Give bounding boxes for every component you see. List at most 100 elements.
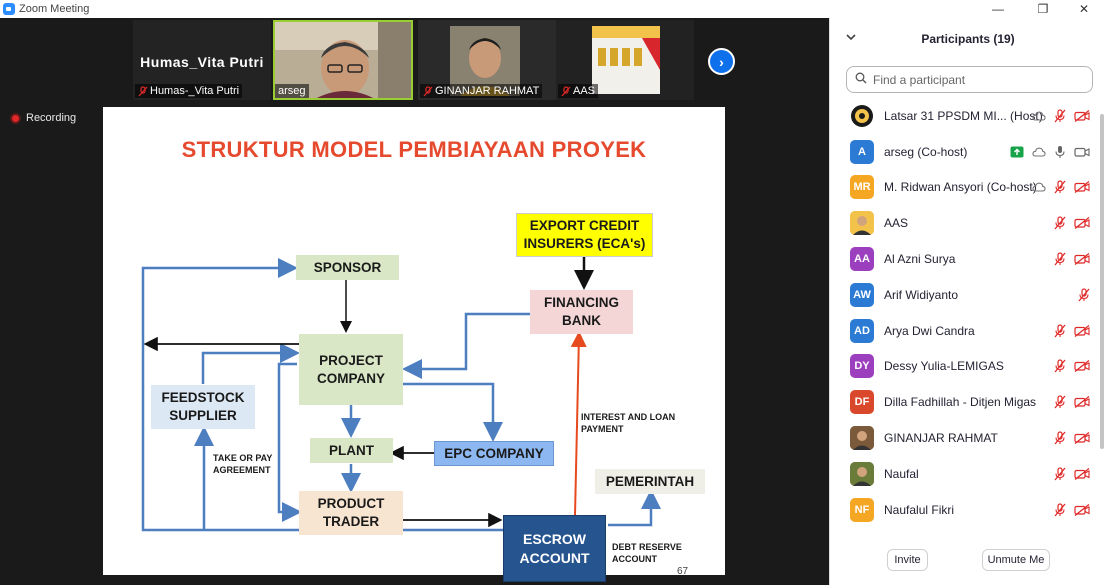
participant-row[interactable]: AA Al Azni Surya (830, 241, 1098, 277)
eca-box: EXPORT CREDIT INSURERS (ECA's) (516, 213, 653, 257)
participant-list-scrollbar[interactable] (1100, 114, 1104, 449)
zoom-logo-icon (3, 3, 15, 15)
mic-off-icon (561, 85, 571, 97)
mic-off-icon (1054, 252, 1066, 266)
avatar: AA (850, 247, 874, 272)
participant-name: GINANJAR RAHMAT (884, 431, 998, 446)
unmute-me-button[interactable]: Unmute Me (982, 549, 1050, 571)
participant-name: Dessy Yulia-LEMIGAS (884, 359, 1004, 374)
diagram-connectors (141, 257, 661, 532)
minimize-button[interactable]: — (992, 2, 1004, 16)
mic-off-icon (1054, 216, 1066, 230)
participant-status-icons (1054, 492, 1090, 528)
participant-name: Naufalul Fikri (884, 502, 955, 517)
participants-panel: Participants (19) Latsar 31 PPSDM MI... … (829, 18, 1105, 585)
avatar (850, 461, 874, 486)
debt-reserve-note: DEBT RESERVE ACCOUNT (612, 542, 682, 565)
meeting-area: Humas_Vita Putri Humas-_Vita Putri (0, 18, 829, 585)
video-tile[interactable]: GINANJAR RAHMAT (418, 20, 558, 100)
mic-off-icon (1054, 359, 1066, 373)
video-tile[interactable]: AAS (556, 20, 694, 100)
participant-search[interactable] (846, 66, 1093, 93)
participant-name: Al Azni Surya (884, 252, 956, 267)
mic-off-icon (1054, 180, 1066, 194)
recording-indicator[interactable]: Recording (10, 112, 76, 124)
participant-status-icons (1054, 205, 1090, 241)
cloud-icon (1032, 181, 1046, 193)
participant-name: arseg (Co-host) (884, 144, 968, 159)
participant-status-icons (1054, 349, 1090, 385)
avatar: AD (850, 318, 874, 343)
avatar: MR (850, 175, 874, 200)
window-titlebar: Zoom Meeting — ❐ ✕ (0, 0, 1105, 18)
avatar (850, 426, 874, 451)
participant-status-icons (1010, 134, 1090, 170)
participant-row[interactable]: Latsar 31 PPSDM MI... (Host) (830, 98, 1098, 134)
tile-name-label: arseg (278, 85, 306, 97)
participant-status-icons (1054, 456, 1090, 492)
escrow-account-box: ESCROW ACCOUNT (503, 515, 606, 582)
panel-footer: Invite Unmute Me (830, 543, 1106, 585)
financing-bank-box: FINANCING BANK (530, 290, 633, 334)
cloud-icon (1032, 110, 1046, 122)
avatar: NF (850, 497, 874, 522)
video-strip: Humas_Vita Putri Humas-_Vita Putri (0, 18, 829, 102)
participant-status-icons (1054, 384, 1090, 420)
participant-status-icons (1054, 313, 1090, 349)
search-input[interactable] (873, 72, 1073, 87)
avatar: DF (850, 390, 874, 415)
avatar: DY (850, 354, 874, 379)
avatar (850, 211, 874, 236)
video-off-icon (1074, 217, 1090, 230)
slide-title: STRUKTUR MODEL PEMBIAYAAN PROYEK (181, 137, 647, 162)
participant-display-name: Humas_Vita Putri (140, 54, 264, 70)
invite-button[interactable]: Invite (887, 549, 928, 571)
close-button[interactable]: ✕ (1078, 2, 1090, 16)
participant-row[interactable]: Naufal (830, 456, 1098, 492)
participant-row[interactable]: NF Naufalul Fikri (830, 492, 1098, 528)
maximize-button[interactable]: ❐ (1037, 2, 1049, 16)
record-icon (10, 112, 21, 124)
participant-row[interactable]: MR M. Ridwan Ansyori (Co-host) (830, 170, 1098, 206)
participant-status-icons (1054, 241, 1090, 277)
video-tile-active[interactable]: arseg (273, 20, 413, 100)
next-page-button[interactable]: › (708, 48, 735, 75)
participant-status-icons (1032, 170, 1090, 206)
avatar (850, 103, 874, 128)
mic-off-icon (1054, 467, 1066, 481)
participant-name: Arif Widiyanto (884, 287, 959, 302)
video-tile[interactable]: Humas_Vita Putri Humas-_Vita Putri (133, 20, 271, 100)
video-off-icon (1074, 109, 1090, 122)
chevron-down-icon[interactable] (846, 32, 856, 44)
avatar: AW (850, 282, 874, 307)
sponsor-box: SPONSOR (296, 255, 399, 280)
participant-row[interactable]: GINANJAR RAHMAT (830, 420, 1098, 456)
screen-share-icon (1010, 146, 1024, 158)
participant-row[interactable]: AW Arif Widiyanto (830, 277, 1098, 313)
participant-row[interactable]: DY Dessy Yulia-LEMIGAS (830, 349, 1098, 385)
participant-name: M. Ridwan Ansyori (Co-host) (884, 180, 1037, 195)
name-tag: AAS (558, 84, 599, 98)
name-tag: arseg (275, 84, 309, 98)
mic-off-icon (1054, 431, 1066, 445)
window-title: Zoom Meeting (19, 3, 90, 15)
video-off-icon (1074, 432, 1090, 445)
search-icon (855, 72, 867, 87)
name-tag: GINANJAR RAHMAT (420, 84, 543, 98)
recording-label: Recording (26, 112, 77, 124)
participant-status-icons (1054, 420, 1090, 456)
name-tag: Humas-_Vita Putri (135, 84, 243, 98)
shared-slide: STRUKTUR MODEL PEMBIAYAAN PROYEK (103, 107, 725, 582)
participant-name: Naufal (884, 466, 919, 481)
participant-row[interactable]: AAS (830, 205, 1098, 241)
project-company-box: PROJECT COMPANY (299, 334, 403, 405)
interest-loan-note: INTEREST AND LOAN PAYMENT (581, 412, 676, 435)
participant-video-feed (556, 20, 694, 100)
pemerintah-box: PEMERINTAH (595, 469, 705, 494)
mic-off-icon (423, 85, 433, 97)
mic-off-icon (1054, 503, 1066, 517)
